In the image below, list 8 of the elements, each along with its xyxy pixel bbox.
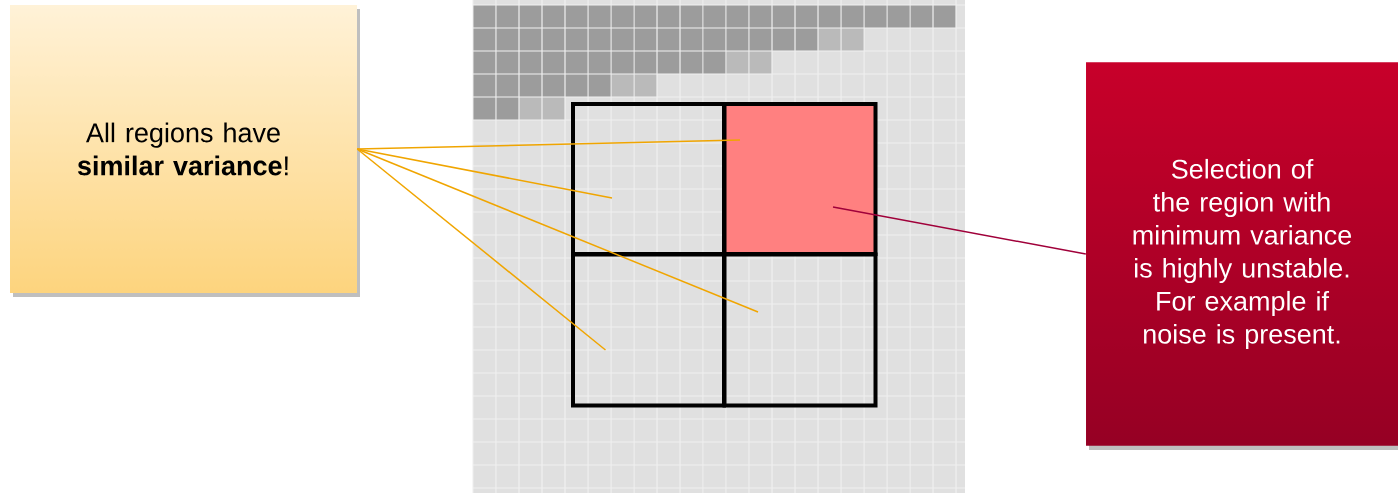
leader-line [356,148,607,351]
grid-region [722,252,878,408]
leader-line [356,148,759,313]
grid-region [571,252,726,408]
leader-line [356,139,741,150]
callout-box: Selection of the region with minimum variance is highly unstable. For example if noise is present. [1086,62,1398,450]
callout-box: All regions have similar variance! [10,5,360,297]
leader-line [832,206,1087,255]
